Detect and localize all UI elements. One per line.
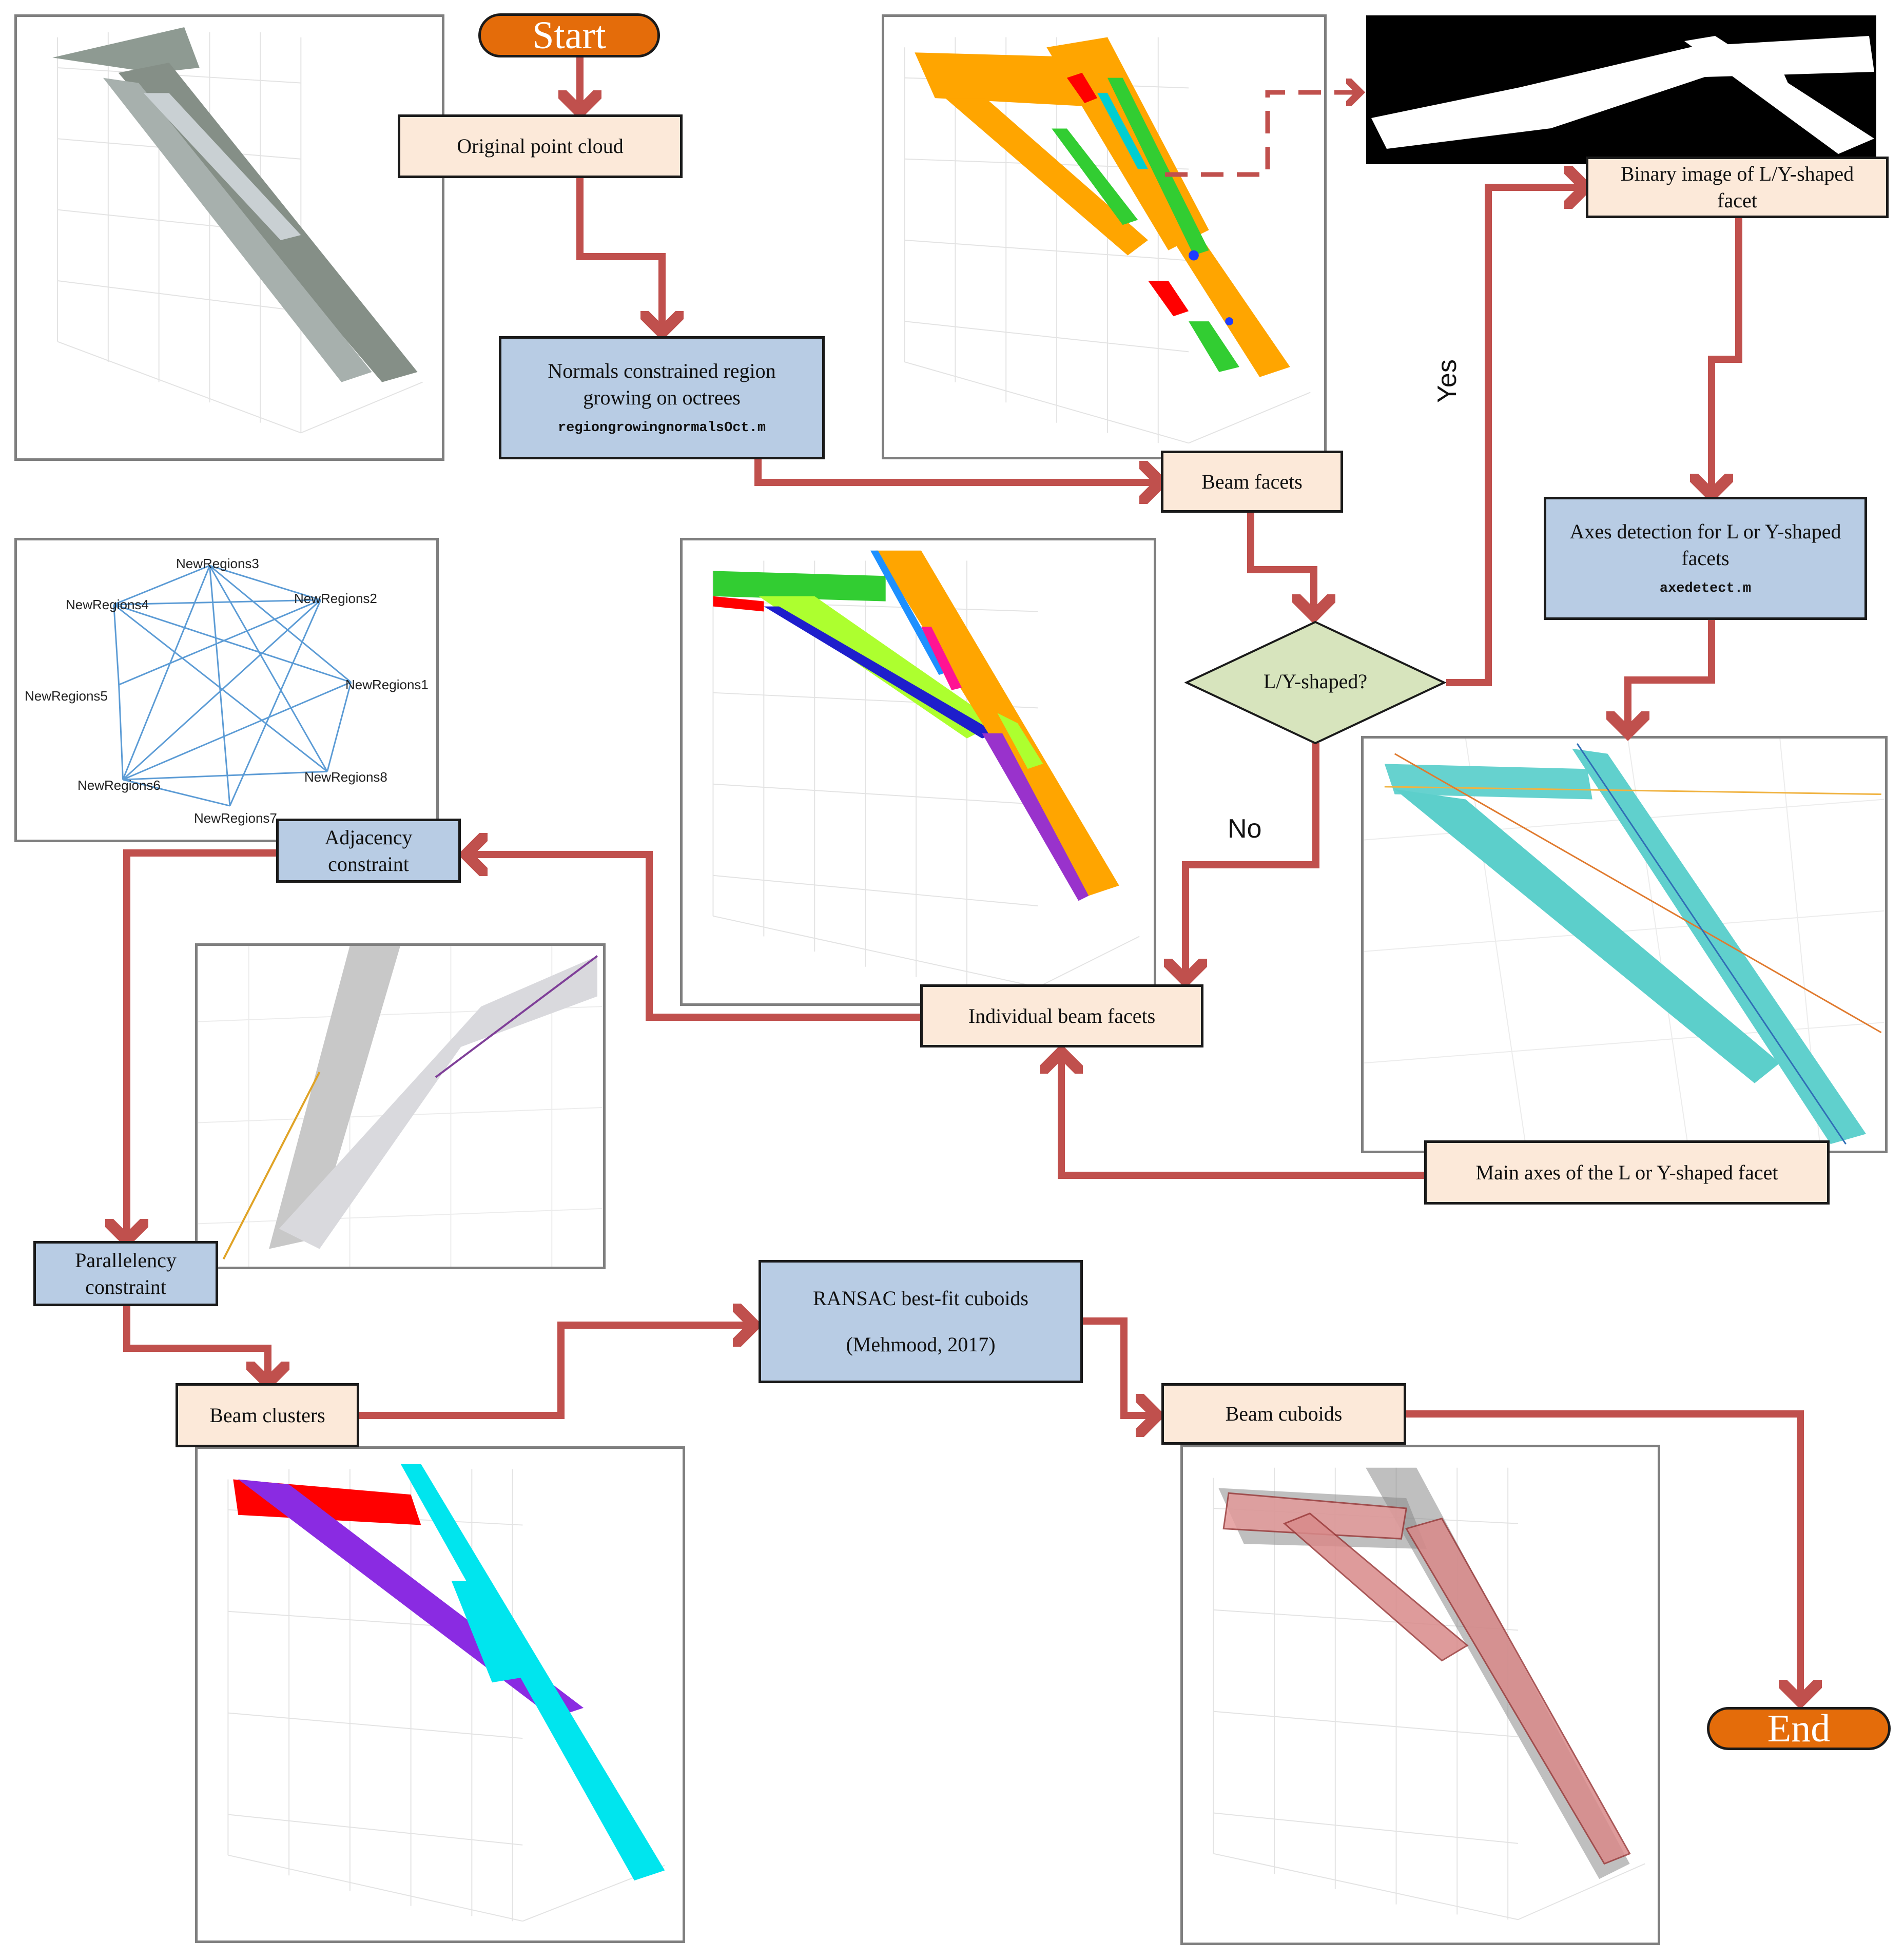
yes-label: Yes xyxy=(1432,359,1462,403)
graph-node-label: NewRegions2 xyxy=(294,591,377,606)
graph-node-label: NewRegions5 xyxy=(25,688,108,704)
axes-detection-code: axedetect.m xyxy=(1659,581,1752,597)
arrow-adjacency-to-parallelency xyxy=(127,849,277,1240)
original-point-cloud-label: Original point cloud xyxy=(457,134,624,158)
beam-cuboids-box: Beam cuboids xyxy=(1161,1383,1406,1445)
graph-node-label: NewRegions4 xyxy=(66,597,149,612)
arrow-cuboids-to-end xyxy=(1406,1410,1800,1701)
original-point-cloud-box: Original point cloud xyxy=(398,114,683,178)
arrow-decision-no-to-individual xyxy=(1186,743,1319,980)
region-growing-box: Normals constrained region growing on oc… xyxy=(499,336,825,459)
ransac-citation: (Mehmood, 2017) xyxy=(846,1333,996,1356)
beam-facets-figure xyxy=(882,14,1327,459)
main-axes-label: Main axes of the L or Y-shaped facet xyxy=(1475,1160,1778,1184)
beam-facets-label: Beam facets xyxy=(1201,470,1303,493)
beam-clusters-label: Beam clusters xyxy=(209,1403,325,1427)
main-axes-plot xyxy=(1364,739,1884,1151)
beam-cuboids-figure xyxy=(1180,1445,1660,1945)
individual-beam-facets-figure xyxy=(680,538,1156,1006)
arrow-clusters-to-ransac xyxy=(359,1325,754,1419)
graph-node-label: NewRegions1 xyxy=(345,677,429,692)
original-point-cloud-plot xyxy=(52,27,423,434)
no-label: No xyxy=(1228,814,1262,844)
decision-label-wrap: L/Y-shaped? xyxy=(1252,641,1378,723)
dashed-arrow-beam-facets-to-binary xyxy=(1165,92,1360,177)
graph-node-label: NewRegions6 xyxy=(77,778,161,793)
individual-beam-facets-plot xyxy=(712,550,1140,988)
binary-image-label: Binary image of L/Y-shaped facet xyxy=(1620,162,1854,212)
beam-clusters-plot xyxy=(227,1464,665,1922)
arrow-individual-to-adjacency xyxy=(466,855,921,1021)
parallelency-plot xyxy=(198,946,603,1267)
adjacency-box: Adjacency constraint xyxy=(276,819,461,883)
parallelency-figure xyxy=(195,943,606,1269)
region-growing-label: Normals constrained region growing on oc… xyxy=(548,359,776,410)
arrow-decision-yes-to-binary xyxy=(1446,187,1586,686)
beam-cuboids-plot xyxy=(1213,1467,1645,1920)
arrow-binary-to-axes-detection xyxy=(1712,218,1742,495)
ransac-label: RANSAC best-fit cuboids xyxy=(813,1287,1028,1310)
graph-node-label: NewRegions3 xyxy=(176,556,259,571)
beam-facets-plot xyxy=(904,37,1311,444)
arrow-main-axes-to-individual xyxy=(1061,1052,1427,1179)
graph-node-label: NewRegions7 xyxy=(194,810,277,826)
individual-beam-facets-box: Individual beam facets xyxy=(920,984,1203,1047)
region-growing-code: regiongrowingnormalsOct.m xyxy=(557,420,766,436)
graph-node-label: NewRegions8 xyxy=(304,769,387,785)
decision-label: L/Y-shaped? xyxy=(1263,670,1368,693)
binary-image-figure xyxy=(1366,15,1876,164)
ransac-box: RANSAC best-fit cuboids (Mehmood, 2017) xyxy=(759,1260,1083,1383)
individual-beam-facets-label: Individual beam facets xyxy=(968,1004,1156,1027)
beam-clusters-box: Beam clusters xyxy=(176,1383,359,1447)
arrow-original-to-region-growing xyxy=(576,178,662,333)
arrow-parallelency-to-clusters xyxy=(123,1306,268,1383)
axes-detection-label: Axes detection for L or Y-shaped facets xyxy=(1569,520,1841,570)
graph-edges xyxy=(113,565,352,807)
adjacency-graph-figure: NewRegions3 NewRegions2 NewRegions4 NewR… xyxy=(14,538,439,842)
end-terminal: End xyxy=(1707,1707,1891,1750)
adjacency-label: Adjacency constraint xyxy=(324,825,413,876)
original-point-cloud-figure xyxy=(14,14,444,461)
beam-facets-box: Beam facets xyxy=(1161,451,1343,513)
start-terminal: Start xyxy=(478,13,660,57)
beam-cuboids-label: Beam cuboids xyxy=(1225,1402,1343,1425)
arrow-beam-facets-to-decision xyxy=(1247,513,1314,616)
binary-image-box: Binary image of L/Y-shaped facet xyxy=(1586,157,1889,218)
parallelency-box: Parallelency constraint xyxy=(33,1241,218,1306)
decision-diamond xyxy=(1184,620,1446,745)
beam-clusters-figure xyxy=(195,1446,685,1943)
adjacency-graph-plot xyxy=(113,565,352,807)
main-axes-box: Main axes of the L or Y-shaped facet xyxy=(1424,1140,1830,1205)
main-axes-figure xyxy=(1361,736,1888,1153)
axes-detection-box: Axes detection for L or Y-shaped facets … xyxy=(1544,497,1867,620)
parallelency-label: Parallelency constraint xyxy=(75,1248,177,1298)
arrow-ransac-to-cuboids xyxy=(1083,1317,1157,1415)
arrow-region-growing-to-beam-facets xyxy=(754,459,1161,482)
arrow-axes-detection-to-axes-panel xyxy=(1628,620,1715,733)
binary-image-plot xyxy=(1371,36,1874,154)
